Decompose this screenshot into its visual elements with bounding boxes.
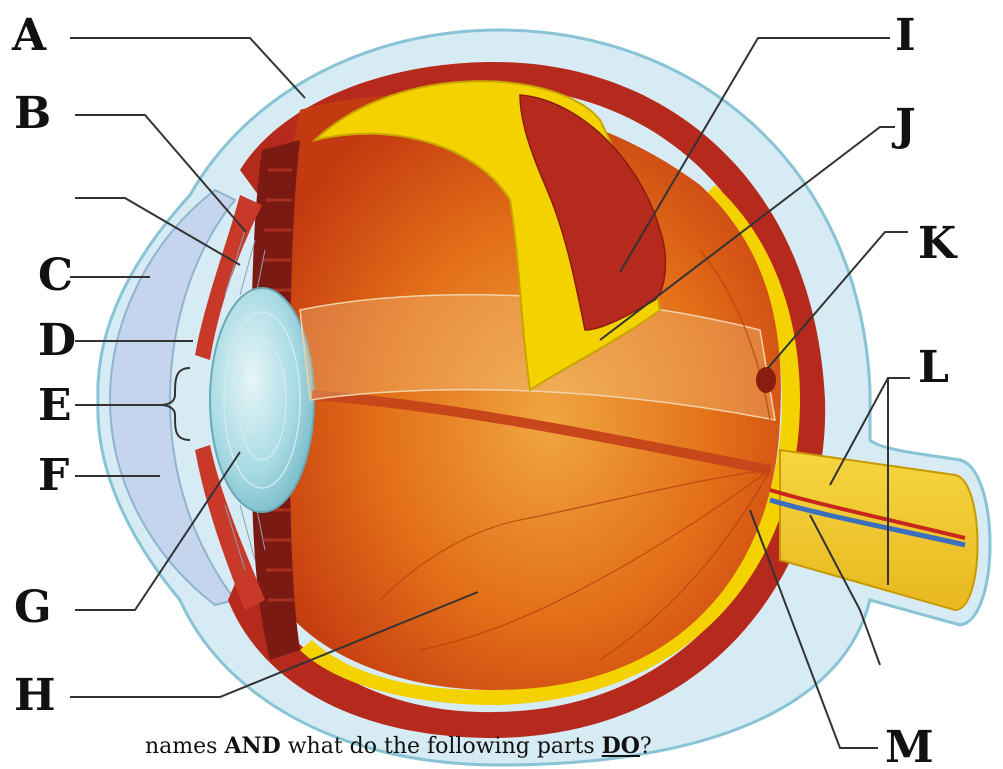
label-D: D — [38, 315, 76, 366]
fovea — [756, 367, 776, 393]
caption-text-1: names — [145, 734, 224, 759]
question-caption: names AND what do the following parts DO… — [145, 733, 652, 759]
label-E: E — [38, 380, 72, 431]
label-B: B — [14, 88, 51, 139]
label-K: K — [918, 218, 958, 269]
label-G: G — [14, 582, 52, 633]
label-C: C — [38, 250, 73, 301]
label-L: L — [918, 342, 949, 393]
lens — [210, 288, 314, 512]
caption-bold-and: AND — [224, 733, 280, 759]
caption-text-2: what do the following parts — [281, 734, 602, 759]
label-H: H — [14, 670, 56, 721]
leader-A — [70, 38, 305, 98]
label-A: A — [11, 10, 47, 61]
label-M: M — [885, 722, 934, 769]
label-J: J — [891, 100, 916, 151]
label-I: I — [895, 10, 916, 61]
label-F: F — [38, 450, 69, 501]
caption-text-3: ? — [640, 734, 652, 759]
caption-bold-do: DO — [602, 733, 640, 759]
